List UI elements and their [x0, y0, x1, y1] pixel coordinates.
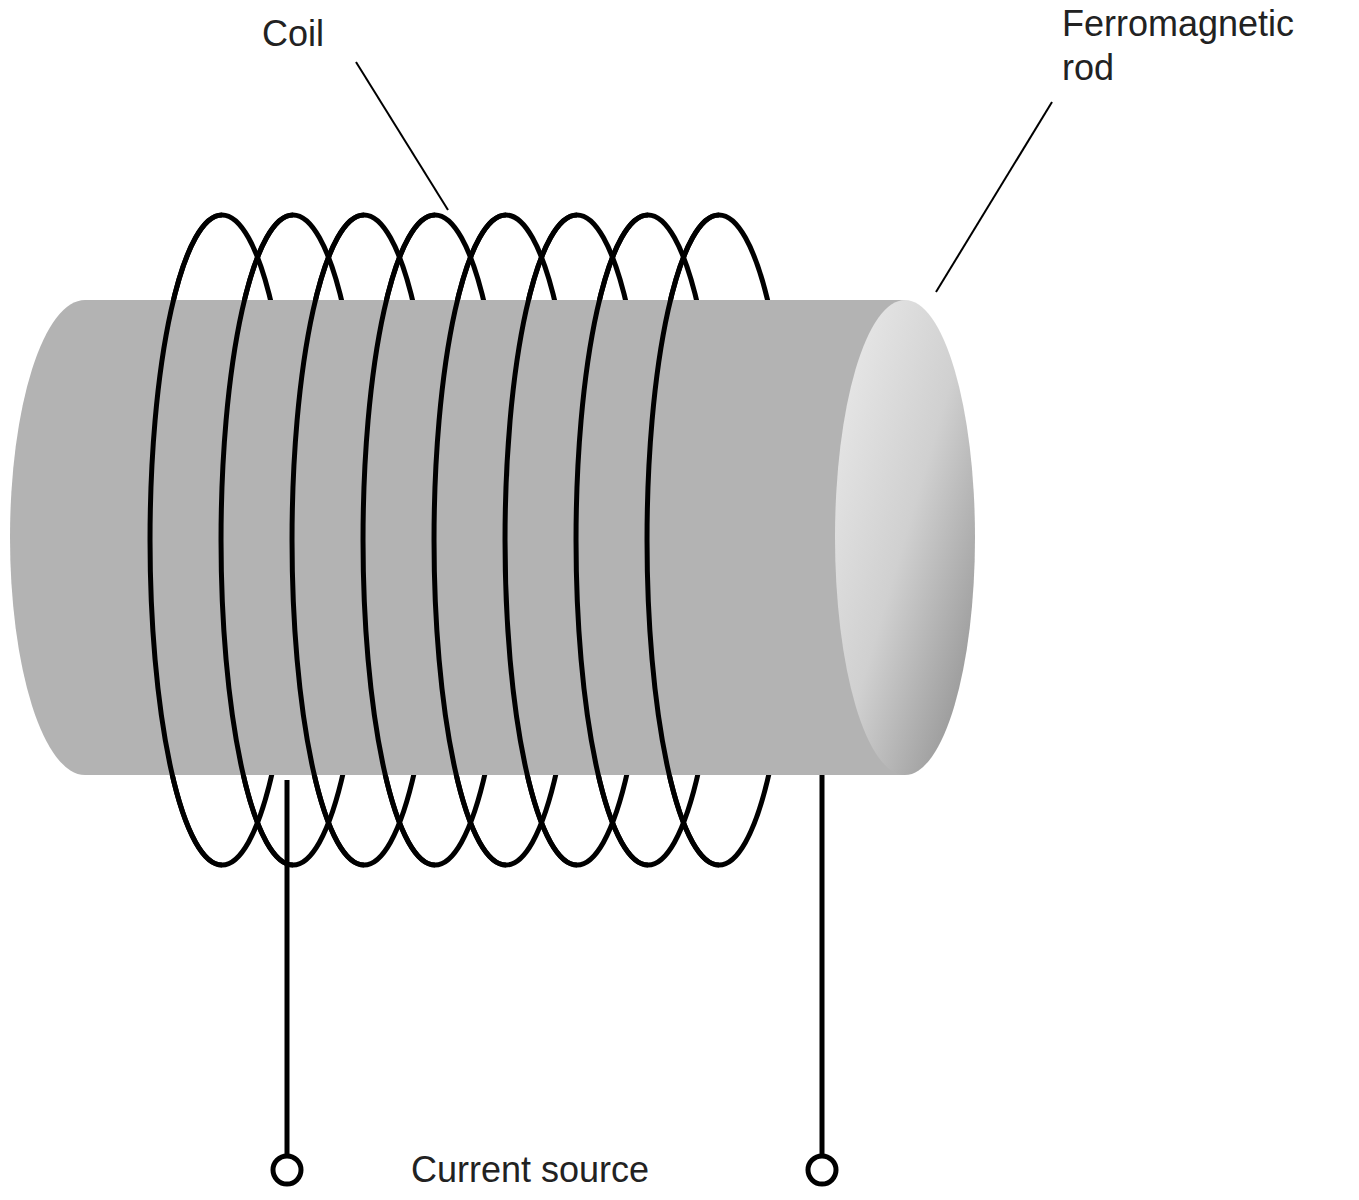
lead-wire	[285, 780, 290, 1156]
leader-line	[936, 102, 1052, 292]
lead-wire	[820, 775, 825, 1156]
coil-winding	[434, 215, 506, 865]
coil-winding	[363, 215, 435, 865]
terminal-label: Current source	[411, 1148, 649, 1192]
coil-winding	[292, 215, 364, 865]
part-label: Coil	[262, 12, 324, 56]
current-leads	[273, 775, 836, 1184]
coil-winding	[647, 215, 719, 865]
coil-front-windings	[150, 215, 719, 865]
rod-end-face	[835, 300, 975, 775]
terminal	[808, 1156, 836, 1184]
rod-body	[10, 300, 905, 775]
leader-lines	[356, 62, 1052, 292]
coil-winding	[221, 215, 293, 865]
part-label: Ferromagnetic rod	[1062, 2, 1324, 90]
coil-winding	[150, 215, 222, 865]
leader-line	[356, 62, 448, 210]
coil-winding	[505, 215, 577, 865]
ferromagnetic-rod	[10, 300, 975, 775]
coil-winding	[576, 215, 648, 865]
terminal	[273, 1156, 301, 1184]
